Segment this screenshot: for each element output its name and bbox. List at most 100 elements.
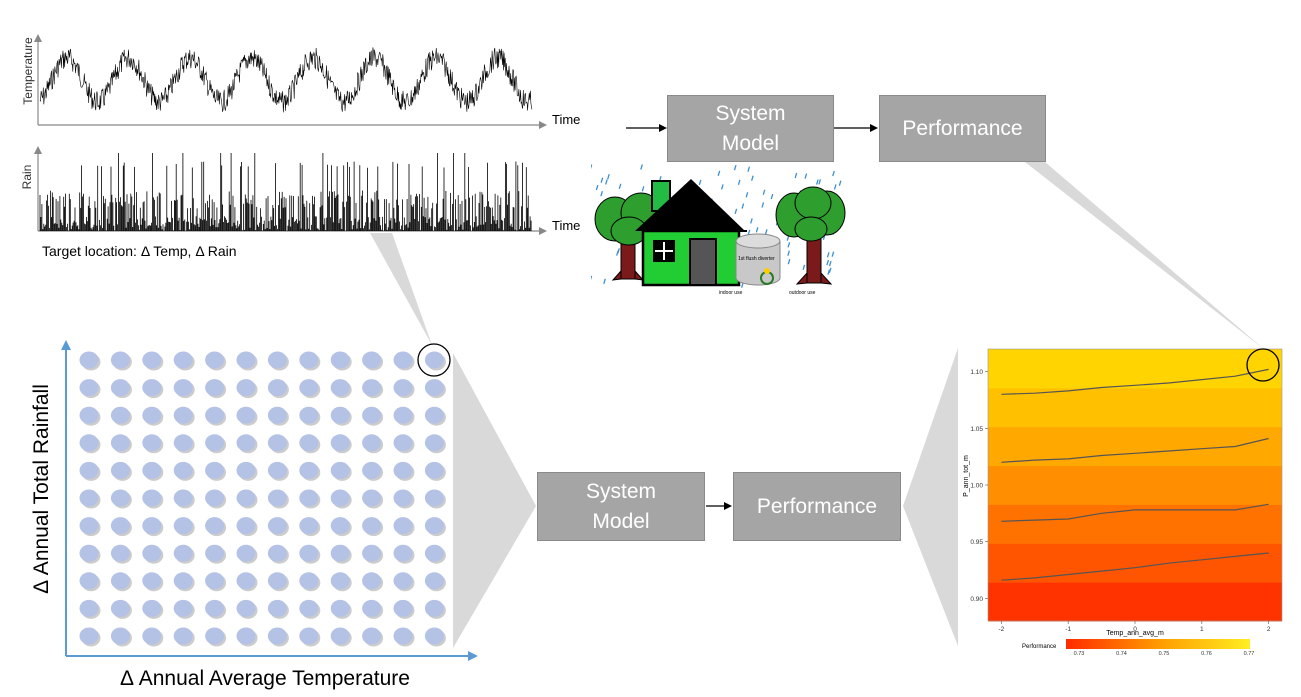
y-tick-label: 1.10 [970, 369, 983, 376]
raindrop [603, 278, 606, 284]
first-flush-text: 1st flush diverter [738, 256, 775, 262]
raindrop [826, 252, 830, 258]
scenario-dot [299, 351, 319, 369]
raindrop [698, 179, 702, 186]
y-axis-arrow [61, 340, 71, 350]
scenario-dot [205, 572, 225, 590]
scenario-dot [110, 489, 130, 507]
scenario-dot [330, 351, 350, 369]
temperature-series [39, 47, 533, 113]
heatmap-band [988, 504, 1282, 544]
scenario-dot [393, 406, 413, 424]
scenario-dot [173, 461, 193, 479]
contour-line [1001, 503, 1269, 522]
heatmap-band [988, 349, 1282, 389]
legend-title: Performance [1022, 644, 1057, 650]
outdoor-use-text: outdoor use [789, 290, 816, 296]
scenario-dot [110, 379, 130, 397]
raindrop [617, 248, 620, 254]
scenario-dot [299, 489, 319, 507]
scenario-dot [110, 599, 130, 617]
scenario-dot [142, 572, 162, 590]
scenario-dot [424, 489, 444, 507]
scenario-dot [79, 406, 99, 424]
scenario-dot [236, 351, 256, 369]
raindrop [831, 251, 835, 257]
scenario-dot [299, 517, 319, 535]
scenario-dot [110, 627, 130, 645]
bottom-system-model-box: System Model [537, 472, 705, 541]
raindrop [595, 184, 599, 191]
scenario-dot [236, 544, 256, 562]
scenario-dot [110, 572, 130, 590]
scenario-grid [79, 351, 446, 647]
heatmap-band [988, 465, 1282, 505]
scenario-dot [173, 517, 193, 535]
y-tick-label: 0.90 [970, 596, 983, 603]
time-label-rain: Time [552, 218, 581, 233]
selected-scenario-circle [417, 343, 451, 377]
scenario-dot [330, 517, 350, 535]
scenario-dot [393, 572, 413, 590]
scenario-dot [205, 599, 225, 617]
raindrop [832, 170, 835, 177]
scenario-dot [362, 351, 382, 369]
scenario-dot [236, 627, 256, 645]
rain-axis-label: Rain [20, 164, 34, 190]
scenario-dot [79, 489, 99, 507]
scenario-dot [205, 461, 225, 479]
scenario-dot [142, 434, 162, 452]
raindrop [747, 166, 751, 172]
raindrop [826, 259, 830, 266]
raindrop [717, 170, 721, 177]
scenario-dot [236, 379, 256, 397]
raindrop [770, 193, 774, 200]
raindrop [737, 179, 741, 186]
scenario-dot [173, 489, 193, 507]
scenario-dot [267, 461, 287, 479]
scenario-dot [173, 599, 193, 617]
raindrop [755, 227, 759, 233]
scenario-dot [362, 572, 382, 590]
y-ticks: 0.900.951.001.051.10 [970, 369, 988, 603]
scenario-dot [362, 489, 382, 507]
raindrop [741, 203, 745, 209]
bottom-performance-box: Performance [733, 472, 901, 541]
raindrop [828, 267, 832, 273]
legend-tick-label: 0.77 [1244, 651, 1255, 657]
raindrop [605, 179, 608, 185]
contour-line [1001, 437, 1269, 463]
scenario-dot [110, 544, 130, 562]
scenario-dot [205, 517, 225, 535]
rain-axis-arrow [34, 146, 42, 154]
scenario-dot [79, 599, 99, 617]
arrow-model-to-performance [870, 124, 878, 132]
scenario-dot [236, 434, 256, 452]
scenario-dot [236, 517, 256, 535]
raindrop [750, 218, 753, 224]
legend-colorbar [1066, 639, 1250, 649]
scenario-dot [267, 434, 287, 452]
raindrop [640, 164, 643, 170]
scenario-dot [424, 434, 444, 452]
scenario-dot [236, 489, 256, 507]
scenario-dot [362, 461, 382, 479]
raindrop [787, 258, 791, 265]
scenario-dot [205, 544, 225, 562]
scenario-dot [142, 489, 162, 507]
scenario-dot [142, 544, 162, 562]
scenario-dot [173, 434, 193, 452]
scenario-dot [299, 544, 319, 562]
scenario-dot [424, 406, 444, 424]
scenario-dot [142, 461, 162, 479]
scenario-dot [330, 461, 350, 479]
raindrop [787, 250, 790, 256]
target-location-caption: Target location: Δ Temp, Δ Rain [42, 243, 237, 259]
rain-bars [39, 153, 532, 231]
scenario-dot [142, 599, 162, 617]
scenario-dot [299, 406, 319, 424]
scenario-dot [393, 627, 413, 645]
scenario-dot [205, 489, 225, 507]
